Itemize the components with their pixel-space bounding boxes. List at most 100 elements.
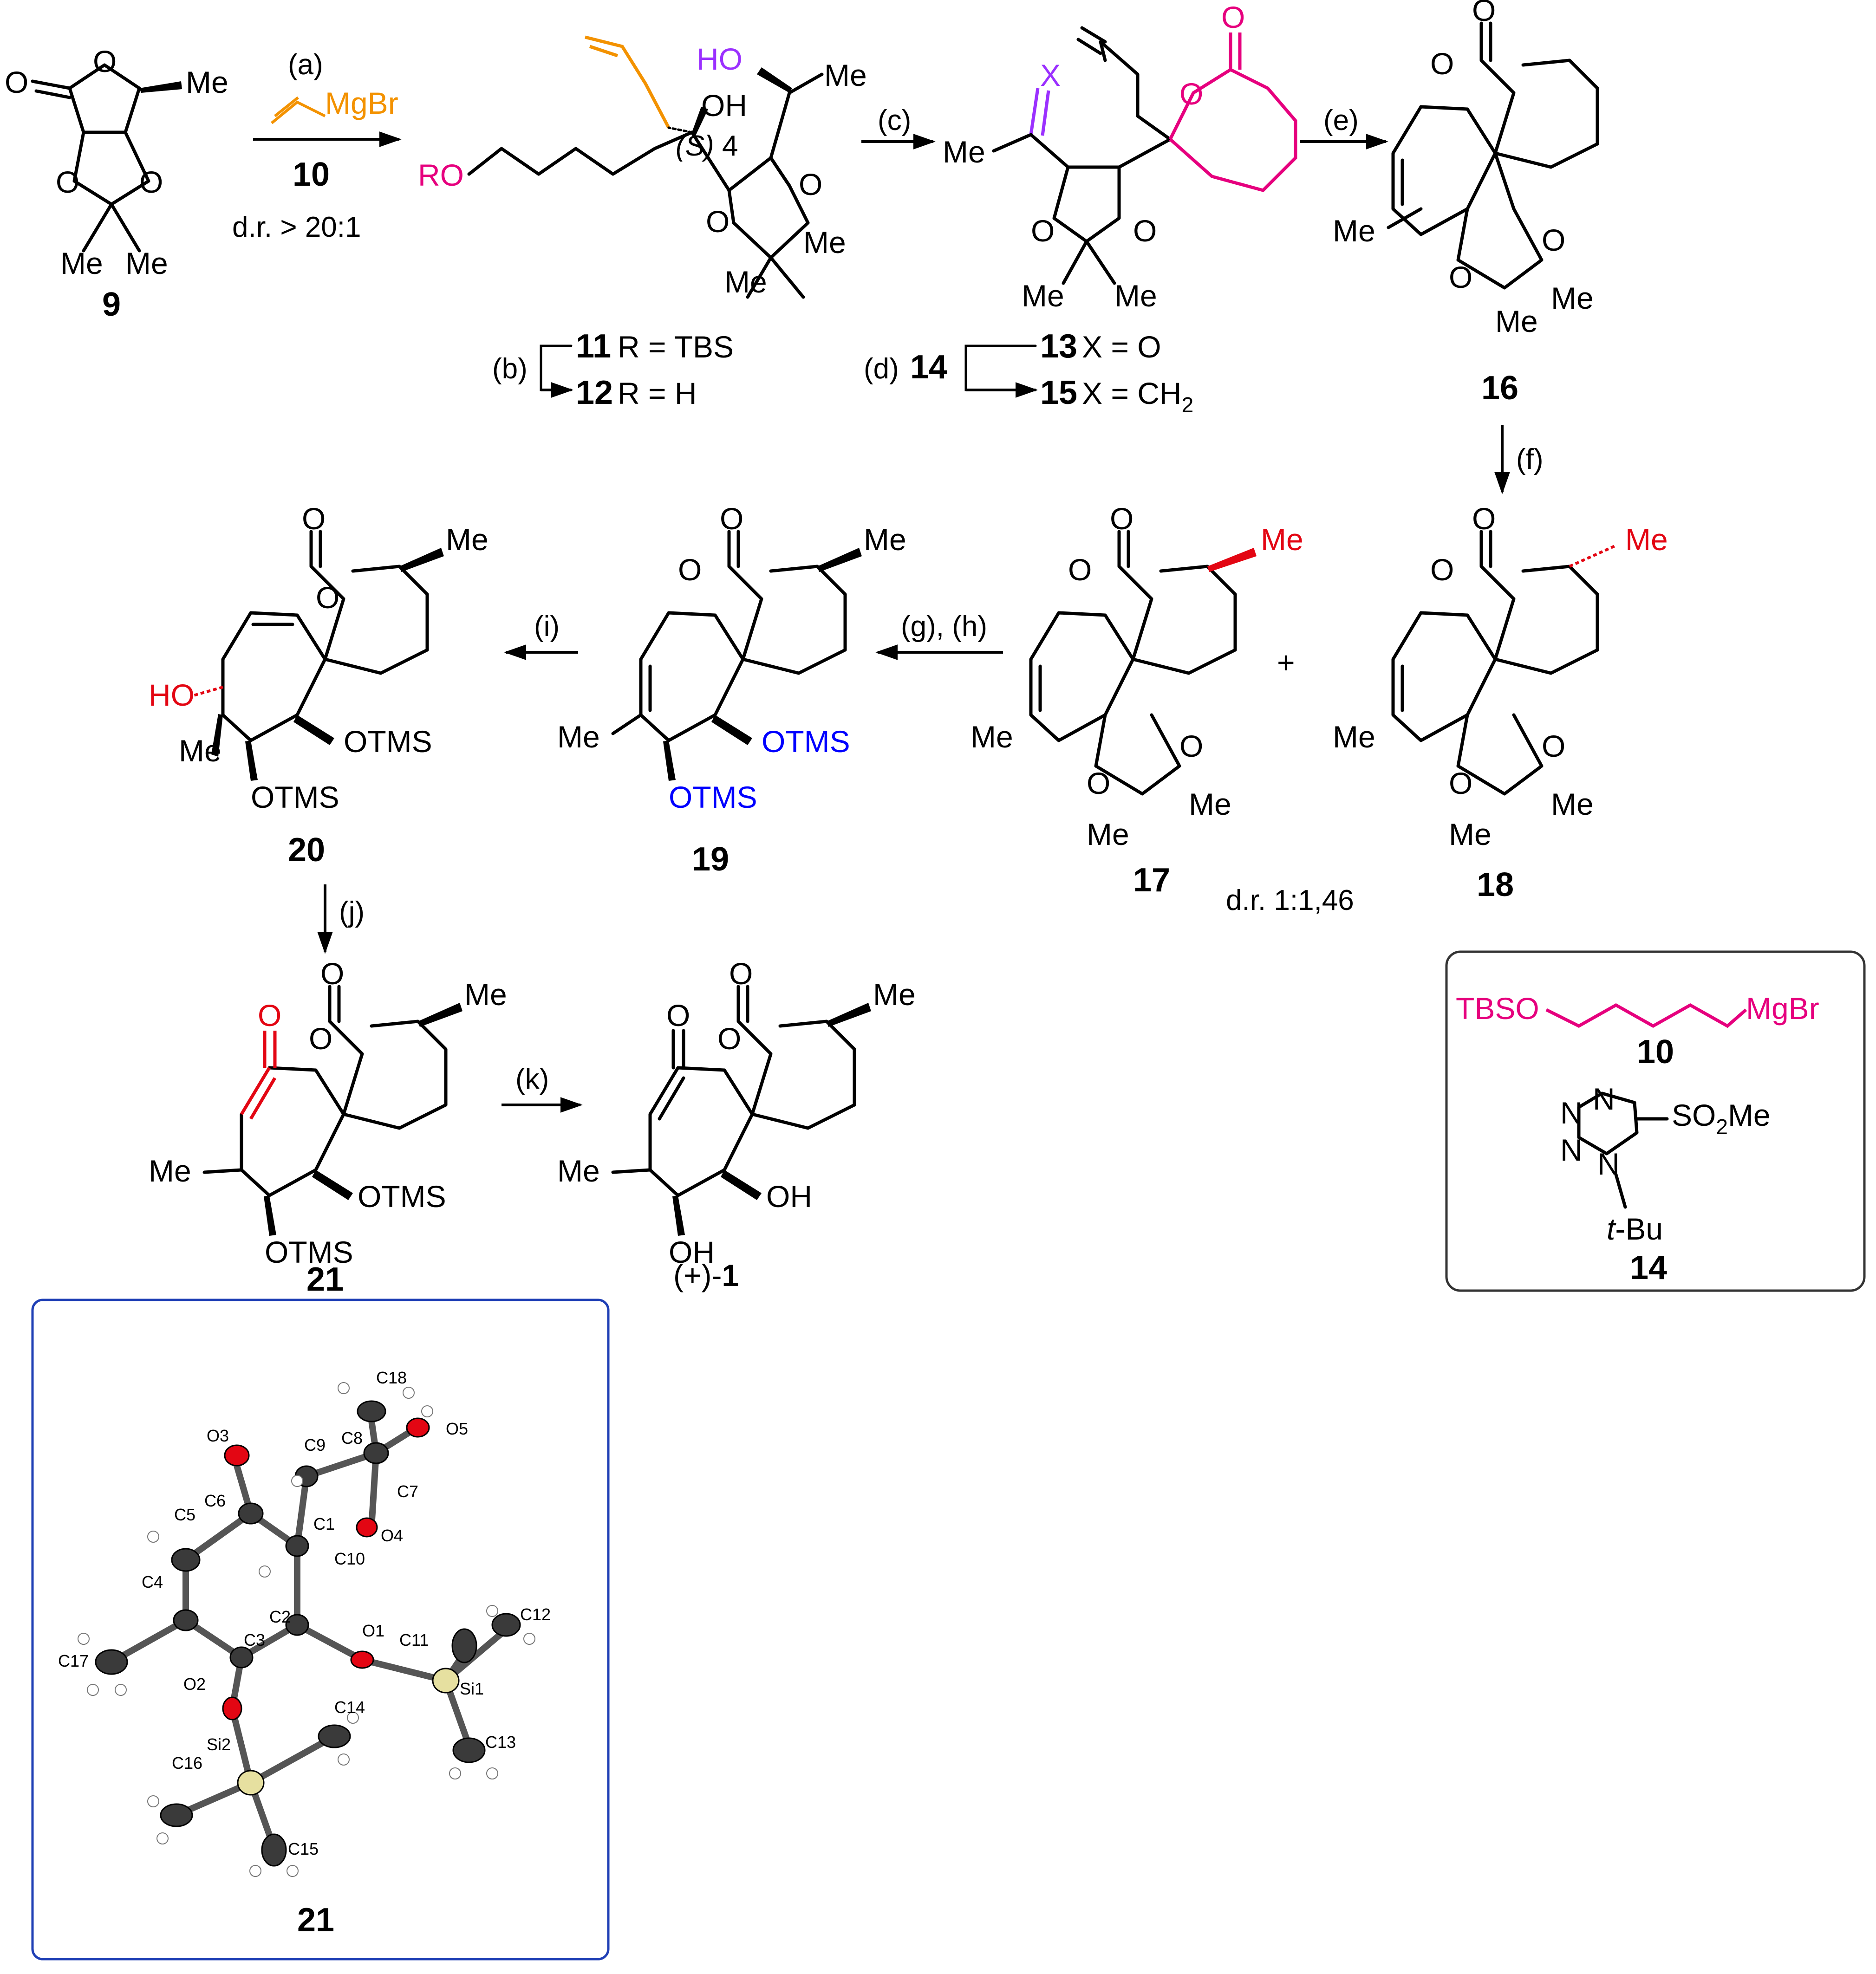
- ortep-label-c15: C15: [288, 1839, 319, 1858]
- substituent-x-o: X = O: [1082, 330, 1161, 364]
- atom-n: N: [1560, 1096, 1583, 1130]
- compound-number-9: 9: [102, 286, 121, 323]
- atom-o: O: [729, 956, 753, 991]
- compound-number-12: 12: [576, 374, 613, 411]
- ortep-label-c16: C16: [172, 1753, 202, 1773]
- step-i: (i): [504, 610, 578, 660]
- atom-o: O: [1179, 729, 1203, 763]
- ortep-label-c7: C7: [397, 1482, 418, 1501]
- step-k: (k): [502, 1063, 583, 1113]
- atom-o: O: [1087, 766, 1110, 800]
- atom-me: Me: [149, 1154, 191, 1188]
- atom-o: O: [5, 65, 28, 99]
- reagent-mgbr: MgBr: [1746, 991, 1819, 1026]
- atom-otms: OTMS: [358, 1179, 446, 1214]
- ortep-compound-number-21: 21: [297, 1902, 334, 1939]
- step-j: (j): [317, 884, 365, 954]
- atom-o: O: [302, 501, 326, 536]
- atom-me: Me: [1114, 279, 1157, 313]
- atom-me-red: Me: [1625, 522, 1668, 557]
- ortep-label-o2: O2: [183, 1675, 206, 1694]
- step-label-f: (f): [1516, 443, 1544, 475]
- step-label-j: (j): [339, 896, 365, 928]
- atom-o: O: [717, 1021, 741, 1056]
- atom-o: O: [799, 167, 822, 201]
- atom-me: Me: [557, 1154, 600, 1188]
- ortep-label-o4: O4: [381, 1526, 403, 1545]
- step-label-gh: (g), (h): [901, 610, 987, 643]
- atom-me: Me: [557, 720, 600, 754]
- atom-otms: OTMS: [265, 1235, 353, 1269]
- compound-1: O Me O O Me OH OH (+)-1: [557, 956, 916, 1292]
- compound-number-11: 11: [576, 328, 611, 365]
- step-gh: (g), (h): [875, 610, 1003, 660]
- atom-o: O: [706, 204, 730, 239]
- compound-number-19: 19: [692, 841, 729, 878]
- atom-me: Me: [1333, 720, 1375, 754]
- atom-o: O: [1449, 260, 1472, 294]
- atom-me: Me: [186, 65, 228, 99]
- compound-number-18: 18: [1477, 866, 1514, 903]
- compound-number-10: 10: [1637, 1033, 1674, 1071]
- ortep-label-c11: C11: [399, 1630, 429, 1649]
- step-label-c: (c): [878, 104, 911, 136]
- atom-me: Me: [1495, 304, 1538, 338]
- atom-me: Me: [824, 58, 867, 92]
- compound-9: O O Me O O Me Me 9: [5, 44, 228, 323]
- compound-number-16: 16: [1481, 370, 1518, 407]
- atom-me: Me: [1551, 787, 1594, 821]
- atom-me: Me: [125, 246, 168, 280]
- atom-n: N: [1593, 1082, 1615, 1116]
- locant-4: 4: [722, 130, 738, 162]
- ortep-label-c5: C5: [174, 1505, 195, 1524]
- atom-o: O: [678, 552, 702, 587]
- step-f: (f): [1494, 425, 1544, 494]
- ortep-label-c3: C3: [244, 1630, 265, 1649]
- atom-me: Me: [446, 522, 489, 557]
- atom-me: Me: [1551, 281, 1594, 315]
- step-c: (c): [861, 104, 936, 149]
- atom-me: Me: [464, 977, 507, 1012]
- atom-ro: RO: [418, 158, 464, 192]
- reagent-mgbr: MgBr: [325, 86, 398, 120]
- atom-ho: HO: [697, 42, 743, 76]
- atom-me: Me: [971, 720, 1013, 754]
- atom-o: O: [1179, 77, 1203, 111]
- atom-otms-blue: OTMS: [762, 724, 850, 759]
- atom-o: O: [320, 956, 344, 991]
- reagent-box: TBSO MgBr 10 N N N N SO2Me t-Bu 14: [1445, 950, 1866, 1292]
- ortep-label-c2: C2: [269, 1607, 291, 1626]
- ortep-label-c12: C12: [520, 1605, 551, 1624]
- dr-note-a: d.r. > 20:1: [232, 211, 361, 243]
- atom-me: Me: [724, 265, 767, 299]
- ortep-label-c9: C9: [304, 1435, 326, 1455]
- ortep-label-c1: C1: [313, 1514, 335, 1533]
- atom-o: O: [1542, 223, 1565, 257]
- atom-oh: OH: [766, 1179, 812, 1214]
- atom-me: Me: [1333, 214, 1375, 248]
- atom-o: O: [1430, 46, 1454, 81]
- atom-o: O: [316, 580, 339, 615]
- reagent-tbso: TBSO: [1456, 991, 1539, 1026]
- atom-me: Me: [864, 522, 906, 557]
- compound-number-14: 14: [910, 349, 947, 386]
- compound-13-15: Me X O O Me Me O O 13 X = O 15 X = CH2 (…: [864, 0, 1297, 417]
- atom-o: O: [666, 998, 690, 1032]
- compound-number-21: 21: [306, 1261, 344, 1298]
- atom-o: O: [139, 165, 163, 199]
- atom-me: Me: [60, 246, 103, 280]
- atom-o: O: [1110, 501, 1133, 536]
- substituent-r-tbs: R = TBS: [618, 330, 734, 364]
- atom-o: O: [1133, 214, 1157, 248]
- ortep-label-c4: C4: [142, 1572, 163, 1591]
- ortep-label-o5: O5: [446, 1419, 468, 1438]
- compound-number-14: 14: [1630, 1249, 1667, 1286]
- atom-o: O: [309, 1021, 332, 1056]
- step-label-b: (b): [492, 353, 528, 385]
- ortep-label-o3: O3: [207, 1426, 229, 1445]
- atom-me: Me: [873, 977, 916, 1012]
- step-label-e: (e): [1323, 104, 1359, 136]
- atom-o: O: [1430, 552, 1454, 587]
